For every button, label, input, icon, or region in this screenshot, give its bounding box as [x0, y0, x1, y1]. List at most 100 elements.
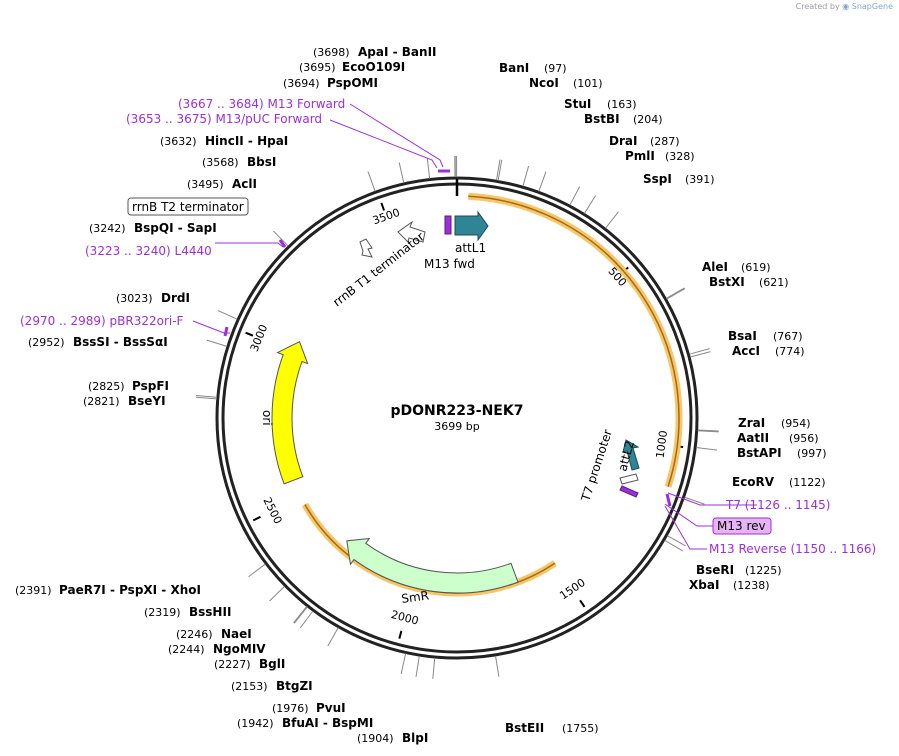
site-acli-label[interactable]: AclI	[232, 177, 257, 191]
site-bsssi-label[interactable]: BssSI - BssSαI	[73, 335, 168, 349]
site-pspomi-label[interactable]: PspOMI	[327, 76, 378, 90]
site-aatii-label[interactable]: AatII	[737, 431, 769, 445]
site-pmli-label[interactable]: PmlI	[625, 149, 655, 163]
site-drai-label[interactable]: DraI	[609, 134, 637, 148]
rrnb-t1-label[interactable]: rrnB T1 terminator	[330, 230, 427, 310]
ori-label[interactable]: ori	[260, 410, 274, 426]
rrnb-t2-label-box	[127, 197, 249, 216]
site-line-btgzi	[327, 627, 339, 647]
site-bsteii-label[interactable]: BstEII	[505, 721, 544, 735]
site-stui-label[interactable]: StuI	[564, 97, 591, 111]
m13-fwd-feature[interactable]	[444, 215, 452, 235]
t7-promoter-label[interactable]: T7 promoter	[578, 428, 615, 504]
primer-m13-rev-label[interactable]: M13 rev	[717, 519, 766, 533]
smr-label[interactable]: SmR	[400, 588, 429, 606]
site-acci-label[interactable]: AccI	[732, 344, 760, 358]
site-bseri-label[interactable]: BseRI	[696, 563, 734, 577]
site-pspfi-label[interactable]: PspFI	[132, 379, 169, 393]
site-drdi-pos: (3023)	[116, 292, 153, 305]
site-ecoo109i-pos: (3695)	[299, 61, 336, 74]
tick-mark-2000	[398, 630, 403, 639]
site-line-pvui	[400, 653, 407, 675]
tick-label-1500: 1500	[557, 576, 587, 602]
primer-m13-puc-forward-label[interactable]: (3653 .. 3675) M13/pUC Forward	[126, 112, 322, 126]
site-line-bseyi	[195, 396, 217, 400]
site-sspi-label[interactable]: SspI	[643, 172, 672, 186]
rrnb-t1-terminator-arrow[interactable]	[397, 220, 426, 243]
attl2-feature-arrow[interactable]	[622, 439, 640, 471]
site-paer7i-label[interactable]: PaeR7I - PspXI - XhoI	[59, 583, 201, 597]
site-bgli-label[interactable]: BglI	[259, 657, 285, 671]
site-line-bstxi	[666, 288, 686, 300]
site-bseyi-label[interactable]: BseYI	[128, 394, 166, 408]
site-drai-pos: (287)	[650, 135, 680, 148]
primer-l4440-label[interactable]: (3223 .. 3240) L4440	[85, 244, 212, 258]
site-line-bspqi	[273, 230, 289, 247]
site-bsshii-label[interactable]: BssHII	[189, 605, 231, 619]
ori-feature-arrow[interactable]	[271, 340, 309, 485]
site-line-zrai	[697, 429, 719, 432]
site-bspqi-label[interactable]: BspQI - SapI	[134, 221, 217, 235]
rrnb-t2-terminator-arrow[interactable]	[359, 238, 373, 258]
site-line-bbsi	[398, 162, 405, 184]
smr-feature-arrow[interactable]	[346, 537, 519, 594]
primer-m13-rev-box[interactable]	[712, 517, 772, 535]
site-hincii-label[interactable]: HincII - HpaI	[205, 134, 288, 148]
site-xbai-label[interactable]: XbaI	[689, 578, 719, 592]
site-apai-label[interactable]: ApaI - BanII	[358, 45, 437, 59]
site-bstapi-label[interactable]: BstAPI	[737, 446, 782, 460]
site-blpi-label[interactable]: BlpI	[402, 731, 428, 745]
site-bsai-label[interactable]: BsaI	[728, 329, 757, 343]
site-ncoi-label[interactable]: NcoI	[529, 76, 559, 90]
t7-promoter-arrow[interactable]	[619, 473, 639, 485]
site-btgzi-label[interactable]: BtgZI	[276, 679, 313, 693]
site-bani-label[interactable]: BanI	[499, 61, 529, 75]
site-zrai-pos: (954)	[781, 417, 811, 430]
site-line-bseri	[667, 535, 686, 547]
primer-leader-lines	[192, 103, 757, 550]
site-ngomiv-label[interactable]: NgoMIV	[213, 642, 266, 656]
site-bbsi-label[interactable]: BbsI	[247, 155, 276, 169]
primer-pbr322ori-f-label[interactable]: (2970 .. 2989) pBR322ori-F	[20, 314, 184, 328]
nek7-orf-arc[interactable]	[468, 192, 683, 488]
site-pspfi-pos: (2825)	[88, 380, 125, 393]
site-xbai-pos: (1238)	[733, 579, 770, 592]
rrnb-t2-label[interactable]: rrnB T2 terminator	[132, 200, 244, 214]
site-line-bfuai	[415, 655, 420, 677]
primer-t7-label[interactable]: T7 (1126 .. 1145)	[725, 498, 830, 512]
site-stui-pos: (163)	[607, 98, 637, 111]
site-alei-label[interactable]: AleI	[702, 260, 728, 274]
site-bseri-pos: (1225)	[745, 564, 782, 577]
site-bsai-pos: (767)	[773, 330, 803, 343]
site-bstbi-label[interactable]: BstBI	[584, 112, 620, 126]
site-ecorv-label[interactable]: EcoRV	[732, 475, 775, 489]
created-by-text: Created by	[795, 2, 840, 11]
site-bstapi-pos: (997)	[797, 447, 827, 460]
site-hincii-pos: (3632)	[160, 135, 197, 148]
primer-m13-reverse-label[interactable]: M13 Reverse (1150 .. 1166)	[709, 542, 876, 556]
tick-mark-2500	[252, 515, 261, 522]
m13-fwd-label[interactable]: M13 fwd	[424, 257, 475, 271]
site-line-pmli	[584, 195, 596, 214]
site-zrai-label[interactable]: ZraI	[738, 416, 765, 430]
site-ncoi-pos: (101)	[573, 77, 603, 90]
site-bfuai-label[interactable]: BfuAI - BspMI	[282, 716, 373, 730]
site-line-acci	[690, 351, 711, 358]
site-line-pspfi	[195, 394, 217, 398]
site-line-ecorv	[684, 496, 705, 505]
site-naei-label[interactable]: NaeI	[221, 627, 252, 641]
site-ecoo109i-label[interactable]: EcoO109I	[342, 60, 405, 74]
tick-label-3000: 3000	[248, 323, 271, 354]
site-line-bgli	[299, 610, 314, 629]
site-line-naei	[293, 606, 308, 624]
m13-rev-feature[interactable]	[619, 485, 639, 498]
attl1-label[interactable]: attL1	[455, 241, 486, 255]
site-drdi-label[interactable]: DrdI	[161, 291, 190, 305]
attl1-feature-arrow[interactable]	[454, 210, 489, 242]
primer-m13-forward-label[interactable]: (3667 .. 3684) M13 Forward	[178, 97, 345, 111]
site-bstxi-label[interactable]: BstXI	[709, 275, 745, 289]
tick-mark-3000	[245, 331, 254, 337]
site-bspqi-pos: (3242)	[89, 222, 126, 235]
site-pvui-label[interactable]: PvuI	[316, 701, 346, 715]
